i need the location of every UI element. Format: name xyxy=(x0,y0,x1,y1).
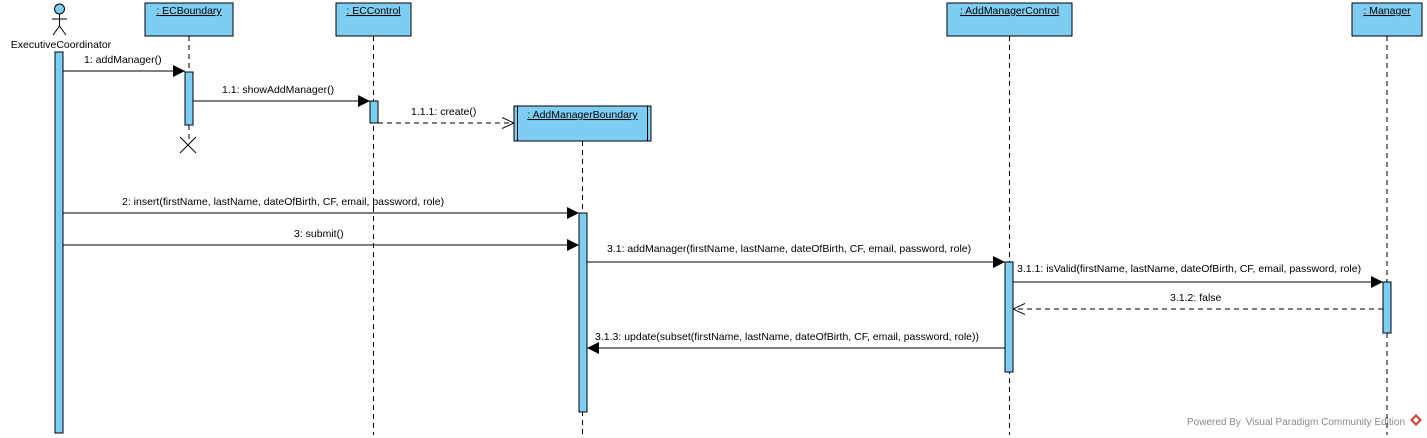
actor-label: ExecutiveCoordinator xyxy=(11,39,112,51)
lifeline-box xyxy=(946,2,1073,37)
lifeline-label: : ECControl xyxy=(346,5,400,17)
actor-executive-coordinator[interactable]: ExecutiveCoordinator xyxy=(11,3,112,51)
lifeline-label: : AddManagerControl xyxy=(960,5,1059,17)
message-1[interactable]: 1: addManager() xyxy=(63,54,185,77)
message-label: 2: insert(firstName, lastName, dateOfBir… xyxy=(122,196,444,208)
lifeline-label: : AddManagerBoundary xyxy=(527,109,638,121)
message-label: 3.1: addManager(firstName, lastName, dat… xyxy=(607,243,971,255)
message-1-1-1[interactable]: 1.1.1: create() xyxy=(378,106,514,123)
lifeline-head-addmanagerboundary[interactable]: : AddManagerBoundary xyxy=(513,105,652,142)
message-label: 3.1.1: isValid(firstName, lastName, date… xyxy=(1017,263,1361,275)
lifeline-head-ecboundary[interactable]: : ECBoundary xyxy=(144,2,234,37)
message-label: 3: submit() xyxy=(294,228,344,240)
lifeline-box xyxy=(1351,2,1423,37)
watermark-text: Powered By Visual Paradigm Community Edi… xyxy=(1187,417,1405,428)
lifeline-label: : ECBoundary xyxy=(156,5,222,17)
destroy-x-icon xyxy=(179,136,197,154)
lifeline-head-manager[interactable]: : Manager xyxy=(1351,2,1423,37)
visual-paradigm-logo-icon xyxy=(1410,414,1422,426)
lifeline-box xyxy=(335,2,412,37)
message-3[interactable]: 3: submit() xyxy=(63,228,579,251)
watermark: Powered By Visual Paradigm Community Edi… xyxy=(1187,414,1422,428)
activation-bar-eccontrol xyxy=(369,100,379,124)
message-3-1-3[interactable]: 3.1.3: update(subset(firstName, lastName… xyxy=(587,329,1005,354)
activation-bar-addmanagercontrol xyxy=(1004,261,1014,373)
message-3-1-2[interactable]: 3.1.2: false xyxy=(1013,292,1383,309)
stick-figure-icon xyxy=(52,3,67,36)
message-label: 1: addManager() xyxy=(84,54,162,66)
lifeline-head-eccontrol[interactable]: : ECControl xyxy=(335,2,412,37)
message-label: 1.1: showAddManager() xyxy=(222,84,334,96)
activation-bar-ecboundary xyxy=(184,71,194,126)
lifeline-box xyxy=(144,2,234,37)
message-label: 3.1.2: false xyxy=(1170,292,1222,304)
message-3-1[interactable]: 3.1: addManager(firstName, lastName, dat… xyxy=(587,243,1005,268)
activation-bar-addmanagerboundary xyxy=(578,212,588,413)
lifeline-label: : Manager xyxy=(1363,5,1411,17)
message-1-1[interactable]: 1.1: showAddManager() xyxy=(193,84,370,107)
message-3-1-1[interactable]: 3.1.1: isValid(firstName, lastName, date… xyxy=(1013,263,1383,288)
lifeline-head-addmanagercontrol[interactable]: : AddManagerControl xyxy=(946,2,1073,37)
message-2[interactable]: 2: insert(firstName, lastName, dateOfBir… xyxy=(63,196,579,219)
message-label: 1.1.1: create() xyxy=(411,106,476,118)
activation-bar-executive-coordinator xyxy=(54,51,64,434)
activation-bar-manager xyxy=(1382,281,1392,334)
message-label: 3.1.3: update(subset(firstName, lastName… xyxy=(595,331,979,343)
